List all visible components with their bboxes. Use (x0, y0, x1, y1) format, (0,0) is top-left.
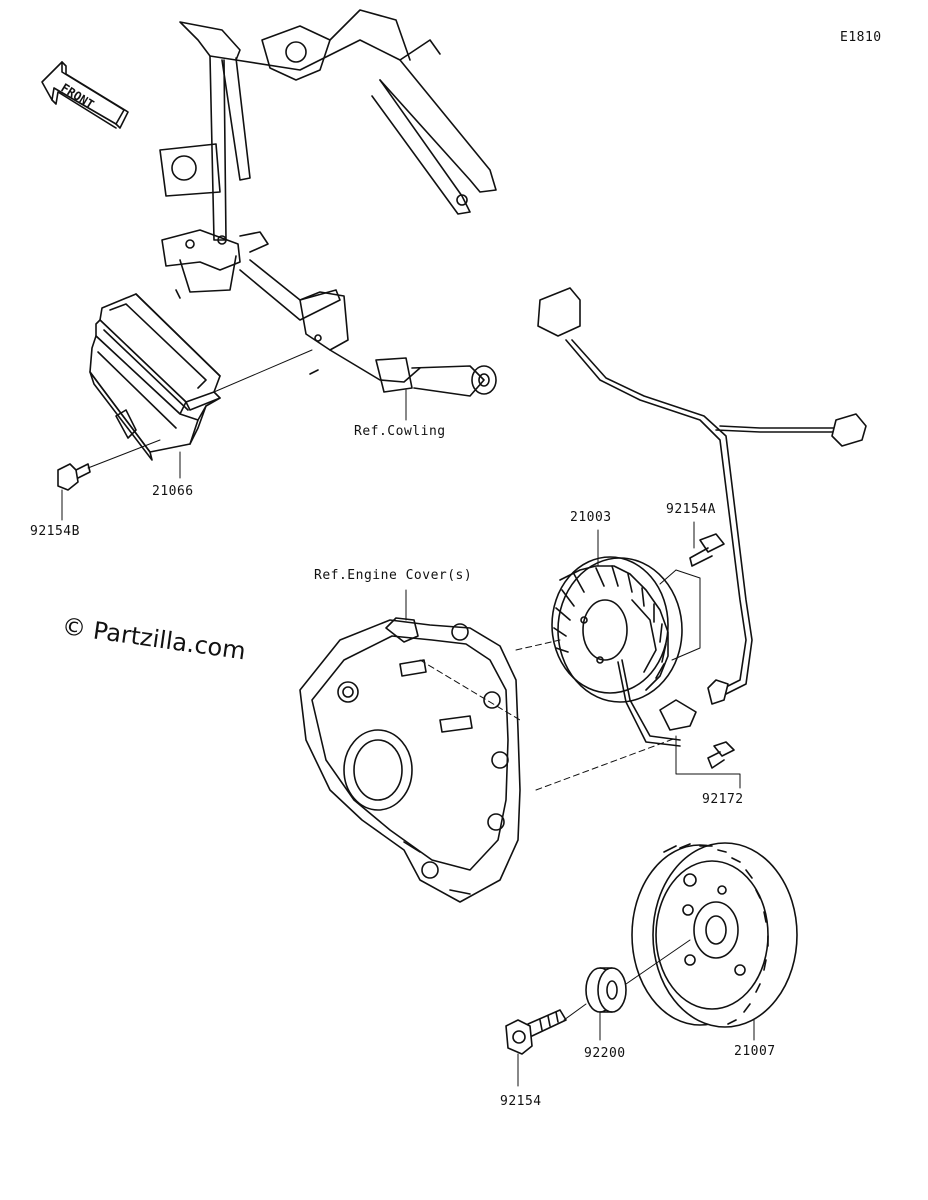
label-ref-engine-cover: Ref.Engine Cover(s) (314, 568, 473, 583)
spacer-92200-drawing (585, 967, 627, 1013)
label-92154: 92154 (500, 1094, 542, 1109)
regulator-rectifier-drawing (89, 293, 221, 461)
label-92154a: 92154A (666, 502, 716, 517)
bolt-92172-drawing (707, 741, 735, 769)
label-92154b: 92154B (30, 524, 80, 539)
frame-drawing (159, 9, 497, 397)
front-arrow-icon: FRONT (41, 61, 129, 129)
diagram-code: E1810 (840, 30, 882, 45)
stator-drawing (551, 556, 683, 703)
bolt-92154b-drawing (57, 463, 91, 491)
label-21007: 21007 (734, 1044, 776, 1059)
leader-lines (61, 349, 755, 1087)
label-92200: 92200 (584, 1046, 626, 1061)
label-ref-cowling: Ref.Cowling (354, 424, 446, 439)
engine-cover-drawing (299, 617, 521, 903)
bolt-92154-drawing (505, 1009, 567, 1055)
rotor-flywheel-drawing (631, 842, 798, 1028)
bolt-92154a-drawing (689, 533, 725, 567)
label-92172: 92172 (702, 792, 744, 807)
label-21003: 21003 (570, 510, 612, 525)
stator-wire-harness-drawing (537, 287, 867, 747)
label-21066: 21066 (152, 484, 194, 499)
